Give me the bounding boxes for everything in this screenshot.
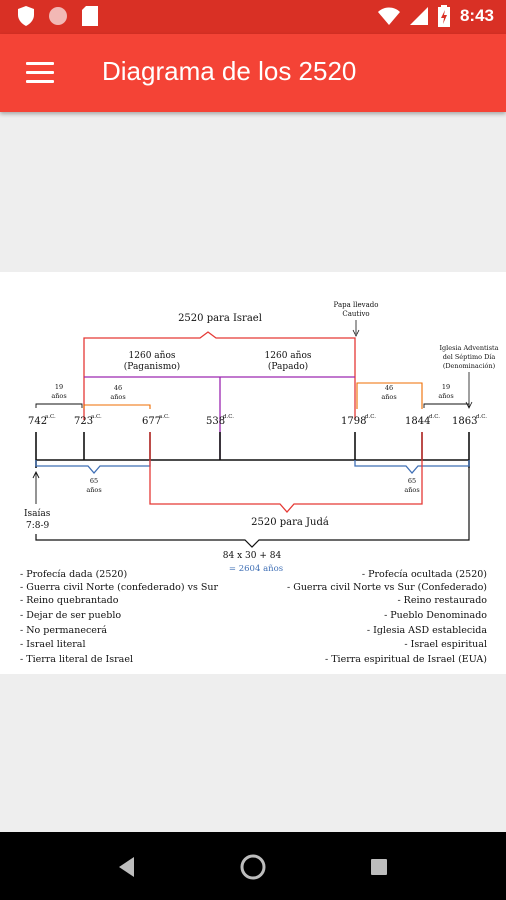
span-46a-unit: años	[110, 393, 125, 401]
list-item: - Tierra espiritual de Israel (EUA)	[325, 654, 487, 665]
span-46a-num: 46	[114, 384, 122, 392]
list-item: - Dejar de ser pueblo	[20, 610, 121, 621]
papa-label-2: Cautivo	[342, 310, 369, 318]
span-19b	[423, 403, 470, 408]
isaias-line1: Isaías	[24, 508, 51, 519]
list-item: - Israel espiritual	[404, 639, 487, 650]
circle-icon	[49, 7, 67, 25]
date-1844: 1844	[405, 416, 430, 427]
blue-brackets	[35, 460, 470, 474]
iglesia-label-2: del Séptimo Día	[443, 353, 496, 361]
diagram-image[interactable]: 2520 para Israel Papa llevado Cautivo Ig…	[0, 272, 506, 674]
shield-icon	[18, 6, 34, 26]
list-item: - Israel literal	[20, 639, 86, 650]
span-19b-unit: años	[438, 392, 453, 400]
isaias-arrowhead	[32, 470, 40, 479]
date-1844-suffix: d.C.	[429, 414, 440, 420]
paganismo-years: 1260 años	[129, 351, 176, 361]
span-19a-unit: años	[51, 392, 66, 400]
span-65a-unit: años	[86, 486, 101, 494]
status-bar: 8:43	[0, 0, 506, 34]
app-bar: Diagrama de los 2520	[0, 34, 506, 112]
date-1863-suffix: d.C.	[476, 414, 487, 420]
back-triangle-icon[interactable]	[110, 850, 144, 884]
list-item: - No permanecerá	[20, 625, 107, 636]
left-list: - Profecía dada (2520) - Guerra civil No…	[20, 569, 219, 665]
span-19a	[35, 403, 83, 408]
juda-bracket	[149, 432, 423, 513]
formula-result: = 2604 años	[229, 564, 283, 574]
signal-icon	[409, 7, 428, 25]
date-538: 538	[206, 416, 225, 427]
right-list: - Profecía ocultada (2520) - Guerra civi…	[287, 569, 487, 665]
papado-years: 1260 años	[265, 351, 312, 361]
navigation-bar	[0, 832, 506, 900]
list-item: - Reino restaurado	[397, 595, 487, 606]
date-1798: 1798	[341, 416, 366, 427]
recents-square-icon[interactable]	[362, 850, 396, 884]
list-item: - Profecía ocultada (2520)	[362, 569, 487, 580]
diagram-2520: 2520 para Israel Papa llevado Cautivo Ig…	[20, 301, 499, 665]
list-item: - Profecía dada (2520)	[20, 569, 127, 580]
formula: 84 x 30 + 84	[223, 551, 282, 561]
sd-card-icon	[82, 6, 98, 26]
total-bracket	[35, 468, 470, 548]
wifi-icon	[377, 7, 400, 25]
papa-label-1: Papa llevado	[334, 301, 379, 309]
span-46b	[356, 382, 423, 409]
date-538-suffix: d.C.	[223, 414, 234, 420]
iglesia-label-1: Iglesia Adventista	[439, 344, 498, 352]
timeline	[35, 432, 470, 468]
date-742-suffix: a.C.	[45, 414, 56, 420]
date-1798-suffix: d.C.	[365, 414, 376, 420]
date-677: 677	[142, 416, 161, 427]
span-46b-unit: años	[381, 393, 396, 401]
israel-bracket	[83, 331, 356, 420]
date-723: 723	[74, 416, 93, 427]
date-742: 742	[28, 416, 47, 427]
paganismo-label: (Paganismo)	[124, 361, 180, 372]
date-677-suffix: a.C.	[159, 414, 170, 420]
list-item: - Pueblo Denominado	[384, 610, 487, 621]
isaias-line2: 7:8-9	[26, 521, 50, 531]
date-1863: 1863	[452, 416, 477, 427]
span-19a-num: 19	[55, 383, 63, 391]
iglesia-label-3: (Denominación)	[443, 362, 496, 370]
span-19b-num: 19	[442, 383, 450, 391]
list-item: - Tierra literal de Israel	[20, 654, 133, 665]
list-item: - Iglesia ASD establecida	[367, 625, 487, 636]
clock: 8:43	[459, 6, 494, 25]
list-item: - Guerra civil Norte (confederado) vs Su…	[20, 582, 219, 593]
span-46a	[83, 404, 151, 409]
span-65a-num: 65	[90, 477, 98, 485]
papa-arrowhead	[352, 329, 360, 337]
span-65b-num: 65	[408, 477, 416, 485]
juda-label: 2520 para Judá	[251, 517, 329, 528]
list-item: - Guerra civil Norte vs Sur (Confederado…	[287, 582, 487, 593]
home-circle-icon[interactable]	[236, 850, 270, 884]
list-item: - Reino quebrantado	[20, 595, 119, 606]
papado-label: (Papado)	[268, 361, 308, 372]
span-46b-num: 46	[385, 384, 393, 392]
hamburger-menu-icon[interactable]	[26, 62, 54, 84]
date-723-suffix: a.C.	[91, 414, 102, 420]
battery-charging-icon	[437, 5, 450, 27]
israel-label: 2520 para Israel	[178, 313, 262, 324]
span-65b-unit: años	[404, 486, 419, 494]
page-title: Diagrama de los 2520	[102, 56, 357, 86]
